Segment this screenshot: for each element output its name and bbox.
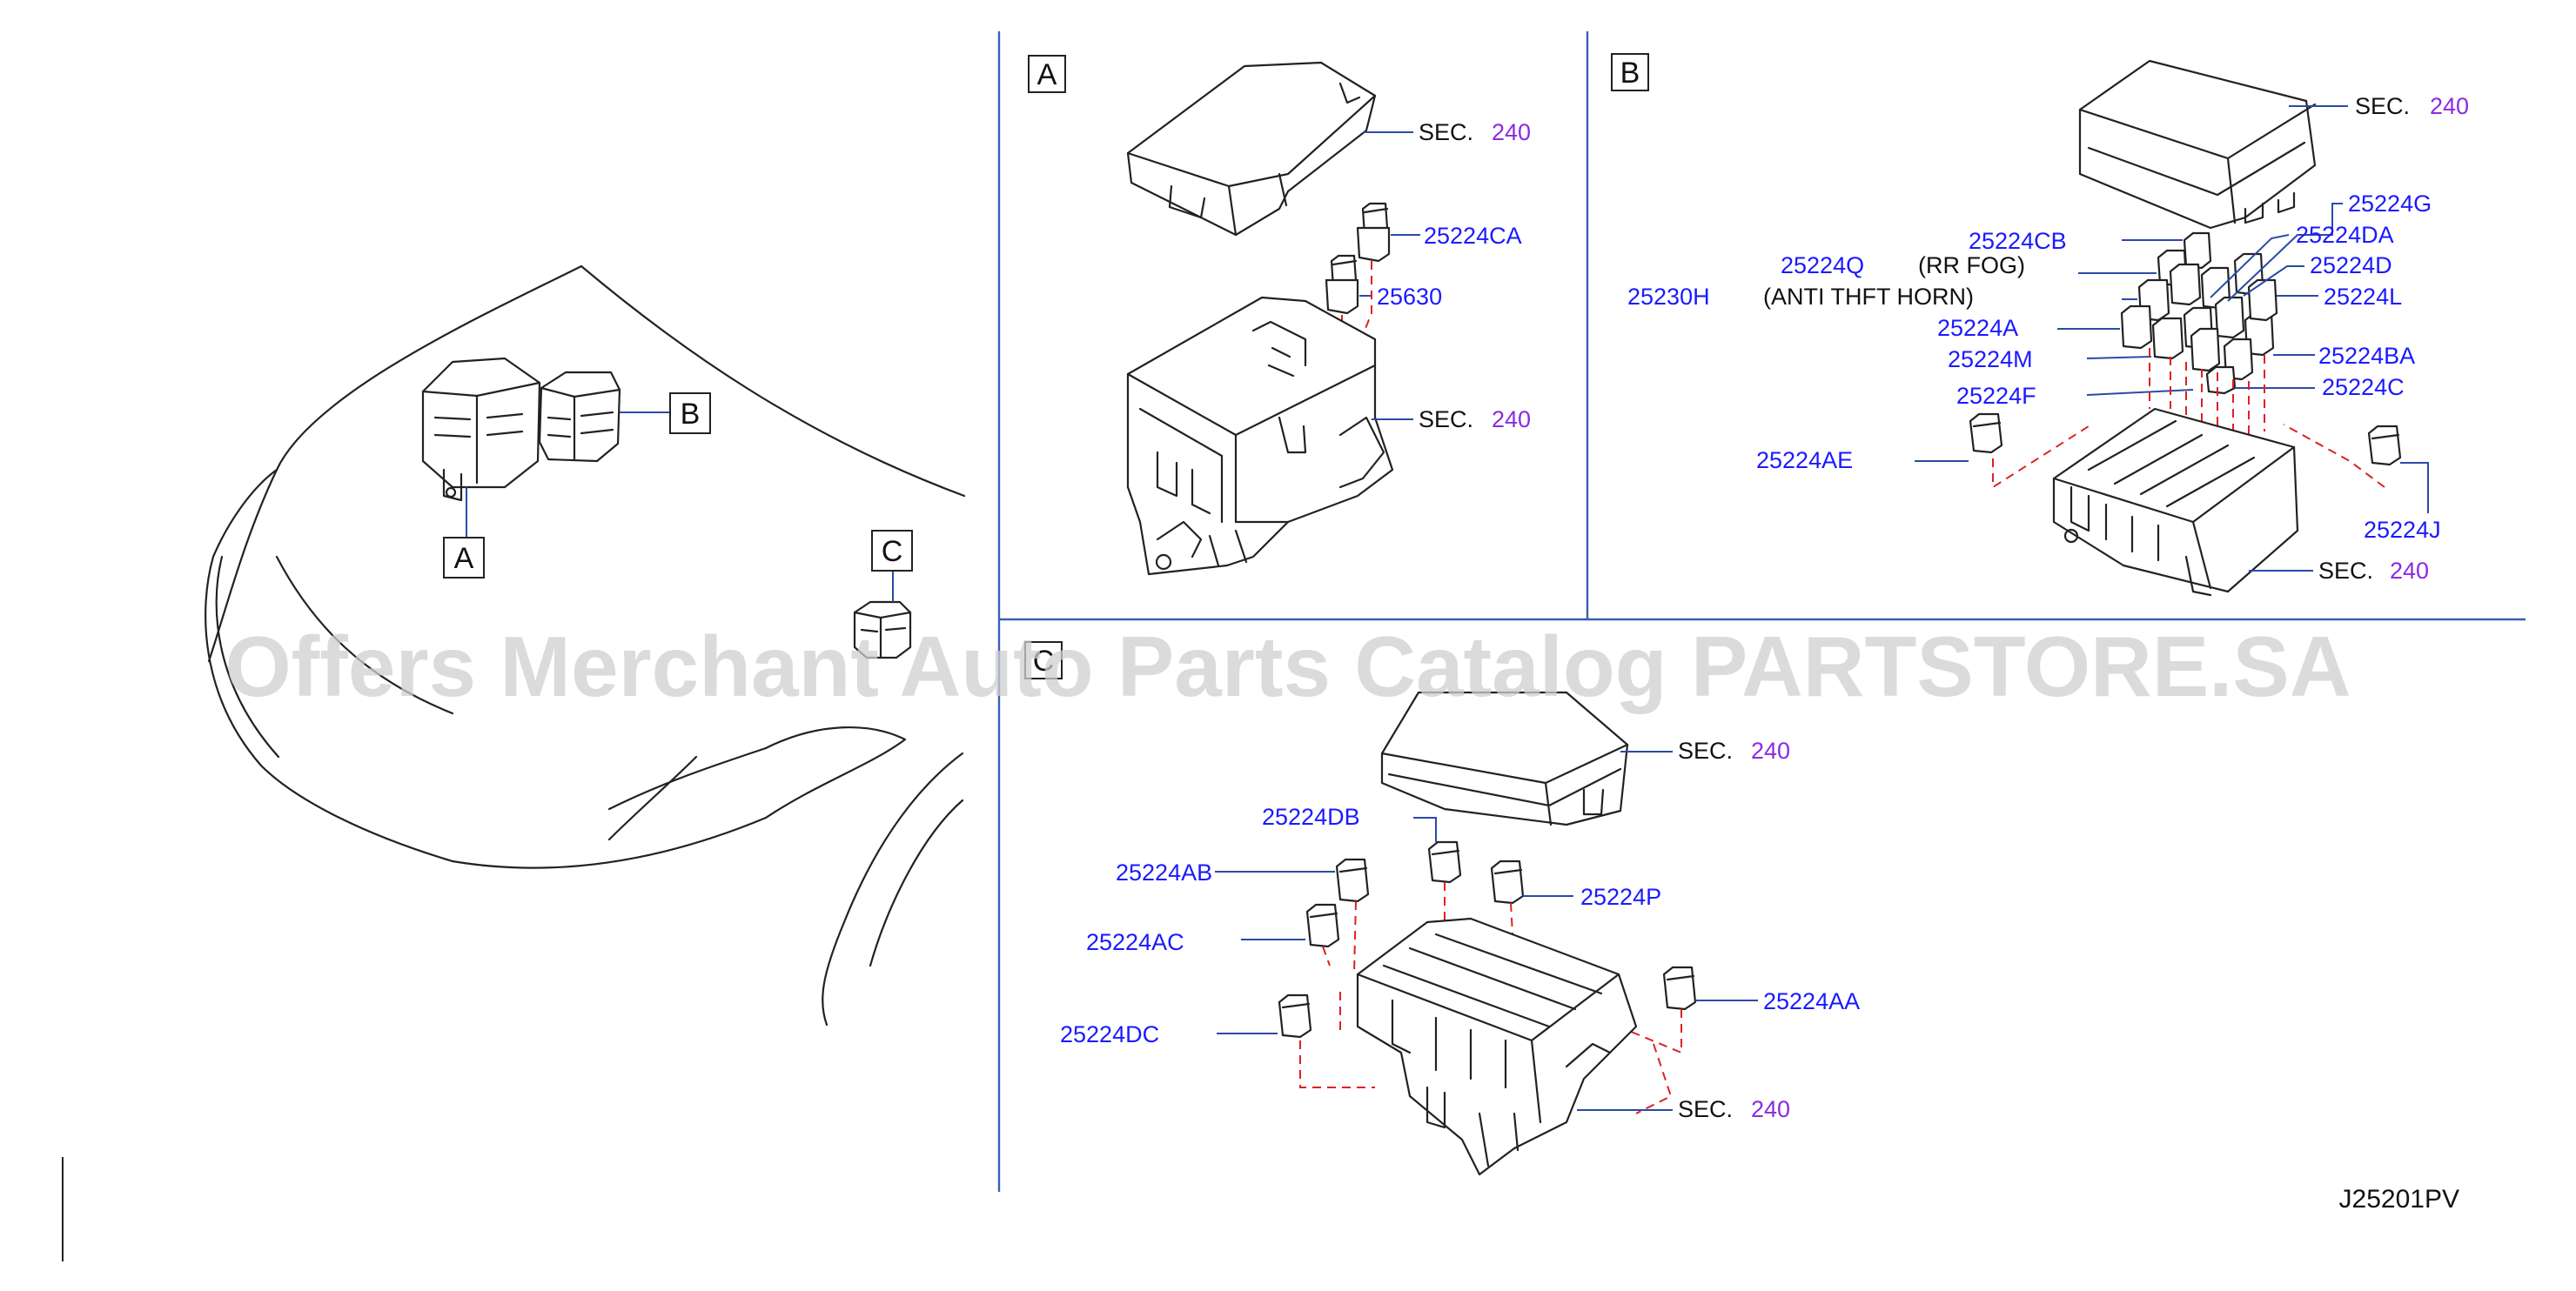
callout-b[interactable]: B <box>669 392 711 434</box>
part-25224AC[interactable]: 25224AC <box>1086 929 1184 955</box>
relay-25224AE-icon <box>1969 412 2003 454</box>
part-25224Q-desc: (RR FOG) <box>1918 252 2025 278</box>
callout-c[interactable]: C <box>871 530 913 572</box>
panel-dividers <box>62 31 2526 1261</box>
callout-b-label: B <box>681 398 701 431</box>
part-25224CB[interactable]: 25224CB <box>1969 228 2067 254</box>
panel-c-base-box <box>1356 917 1638 1176</box>
panel-b-letter: B <box>1620 57 1640 90</box>
panel-b-sec-num-top[interactable]: 240 <box>2430 93 2469 119</box>
panel-a-sec-label-top: SEC. <box>1419 119 1473 145</box>
relay-25224P-icon <box>1490 860 1525 905</box>
panel-b: B SEC. 240 <box>1611 53 2469 597</box>
panel-c-letter-box: C <box>1024 641 1063 679</box>
panel-a-sec-label-bottom: SEC. <box>1419 406 1473 432</box>
part-25224AB[interactable]: 25224AB <box>1116 860 1212 886</box>
watermark: Offers Merchant Auto Parts Catalog PARTS… <box>225 619 2351 714</box>
part-25224DB[interactable]: 25224DB <box>1262 804 1360 830</box>
part-25224M[interactable]: 25224M <box>1948 346 2033 372</box>
panel-c-sec-label-top: SEC. <box>1678 738 1733 764</box>
panel-c-sec-label-bottom: SEC. <box>1678 1096 1733 1122</box>
part-25630[interactable]: 25630 <box>1377 284 1442 310</box>
part-25224A[interactable]: 25224A <box>1937 315 2018 341</box>
relay-25224AA-icon <box>1662 966 1697 1011</box>
part-25224CA[interactable]: 25224CA <box>1424 223 1522 249</box>
relay-cluster-b <box>2120 231 2278 395</box>
panel-b-sec-label-bottom: SEC. <box>2318 558 2373 584</box>
relay-25224CA-icon <box>1356 202 1391 263</box>
panel-c: C SEC. 240 25224DB 25224AB <box>1024 641 1860 1176</box>
diagram-code: J25201PV <box>2339 1185 2459 1214</box>
part-25224D[interactable]: 25224D <box>2310 252 2392 278</box>
panel-c-sec-num-bottom[interactable]: 240 <box>1751 1096 1790 1122</box>
relay-25630-icon <box>1325 254 1359 315</box>
part-25224C[interactable]: 25224C <box>2322 374 2405 400</box>
panel-a-letter: A <box>1037 58 1057 91</box>
part-25224F[interactable]: 25224F <box>1956 383 2036 409</box>
part-25224L[interactable]: 25224L <box>2324 284 2402 310</box>
panel-b-letter-box: B <box>1611 53 1649 91</box>
relay-25224AC-icon <box>1305 903 1340 948</box>
part-25224AA[interactable]: 25224AA <box>1763 988 1860 1014</box>
panel-b-base-box <box>2052 407 2299 597</box>
part-25224DA[interactable]: 25224DA <box>2296 222 2394 248</box>
part-25224G[interactable]: 25224G <box>2348 191 2432 217</box>
part-25224P[interactable]: 25224P <box>1580 884 1661 910</box>
part-25230H-desc: (ANTI THFT HORN) <box>1763 284 1974 310</box>
relay-25224AB-icon <box>1335 858 1370 903</box>
car-overview <box>205 264 966 1027</box>
relay-25224DC-icon <box>1278 993 1312 1039</box>
panel-c-letter: C <box>1033 645 1055 678</box>
relay-25224J-icon <box>2367 425 2402 466</box>
part-25224BA[interactable]: 25224BA <box>2318 343 2415 369</box>
part-25224AE[interactable]: 25224AE <box>1756 447 1853 473</box>
panel-b-sec-label-top: SEC. <box>2355 93 2410 119</box>
part-25230H[interactable]: 25230H <box>1627 284 1710 310</box>
panel-a-box-body <box>1126 296 1394 576</box>
part-25224J[interactable]: 25224J <box>2364 517 2441 543</box>
callout-c-label: C <box>882 535 903 568</box>
panel-a-sec-num-top[interactable]: 240 <box>1492 119 1531 145</box>
callout-a-label: A <box>454 542 474 575</box>
panel-a-cover <box>1126 61 1377 237</box>
panel-a-letter-box: A <box>1028 55 1066 93</box>
panel-c-sec-num-top[interactable]: 240 <box>1751 738 1790 764</box>
panel-c-cover <box>1380 691 1629 826</box>
panel-b-cover <box>2078 59 2317 230</box>
part-25224DC[interactable]: 25224DC <box>1060 1021 1159 1047</box>
panel-a-sec-num-bottom[interactable]: 240 <box>1492 406 1531 432</box>
panel-a: A SEC. 240 25224CA 25630 <box>1028 55 1531 576</box>
callout-a[interactable]: A <box>443 537 485 579</box>
panel-b-sec-num-bottom[interactable]: 240 <box>2390 558 2429 584</box>
part-25224Q[interactable]: 25224Q <box>1781 252 1864 278</box>
relay-25224DB-icon <box>1427 840 1462 884</box>
